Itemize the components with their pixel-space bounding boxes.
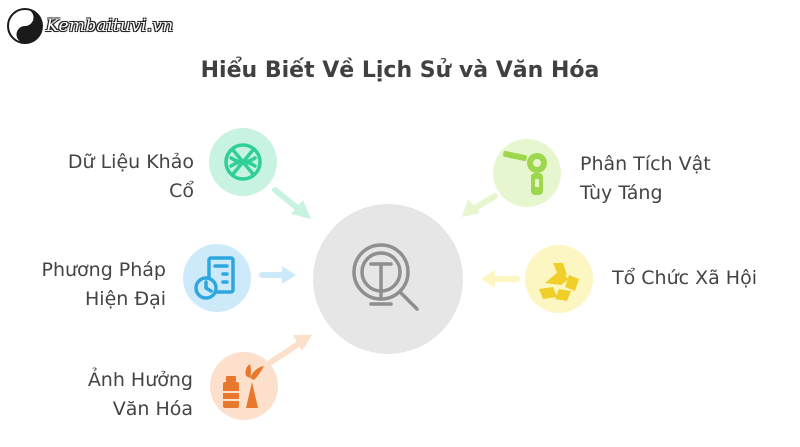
arrow-methods [259,266,296,284]
arrow-society [481,270,520,288]
culture-icon [223,364,264,408]
magnifier-icon [352,243,419,311]
label-culture-line-2: Văn Hóa [112,398,193,420]
arrow-archaeology [272,187,311,219]
label-society-line-1: Tổ Chức Xã Hội [612,267,757,289]
label-burial: Phân Tích Vật Tùy Táng [580,150,780,208]
yin-yang-icon [7,8,43,44]
arrow-culture [265,335,312,367]
node-burial[interactable] [493,139,561,207]
label-methods-line-2: Hiện Đại [85,288,166,310]
arrow-burial [462,193,498,217]
label-methods: Phương Pháp Hiện Đại [14,256,166,314]
node-archaeology[interactable] [209,128,277,196]
label-culture: Ảnh Hưởng Văn Hóa [40,366,193,424]
node-methods[interactable] [183,244,251,312]
node-society[interactable] [525,245,593,313]
label-burial-line-2: Tùy Táng [580,182,663,204]
clock-document-icon [194,256,235,300]
label-burial-line-1: Phân Tích Vật [580,153,711,175]
page-title: Hiểu Biết Về Lịch Sử và Văn Hóa [200,58,600,83]
label-society: Tổ Chức Xã Hội [612,264,792,293]
brand-text: Kembaituvi.vn [46,16,174,36]
label-methods-line-1: Phương Pháp [41,259,166,281]
label-archaeology: Dữ Liệu Khảo Cổ [18,148,194,206]
label-archaeology-line-1: Dữ Liệu Khảo [67,151,194,173]
label-archaeology-line-2: Cổ [169,180,194,202]
label-culture-line-1: Ảnh Hưởng [87,369,193,391]
artifact-icon [224,143,262,181]
node-culture[interactable] [210,352,278,420]
tools-icon [503,150,547,195]
center-hub [313,204,463,354]
teamwork-icon [539,263,579,301]
site-logo[interactable]: Kembaituvi.vn [6,6,174,46]
